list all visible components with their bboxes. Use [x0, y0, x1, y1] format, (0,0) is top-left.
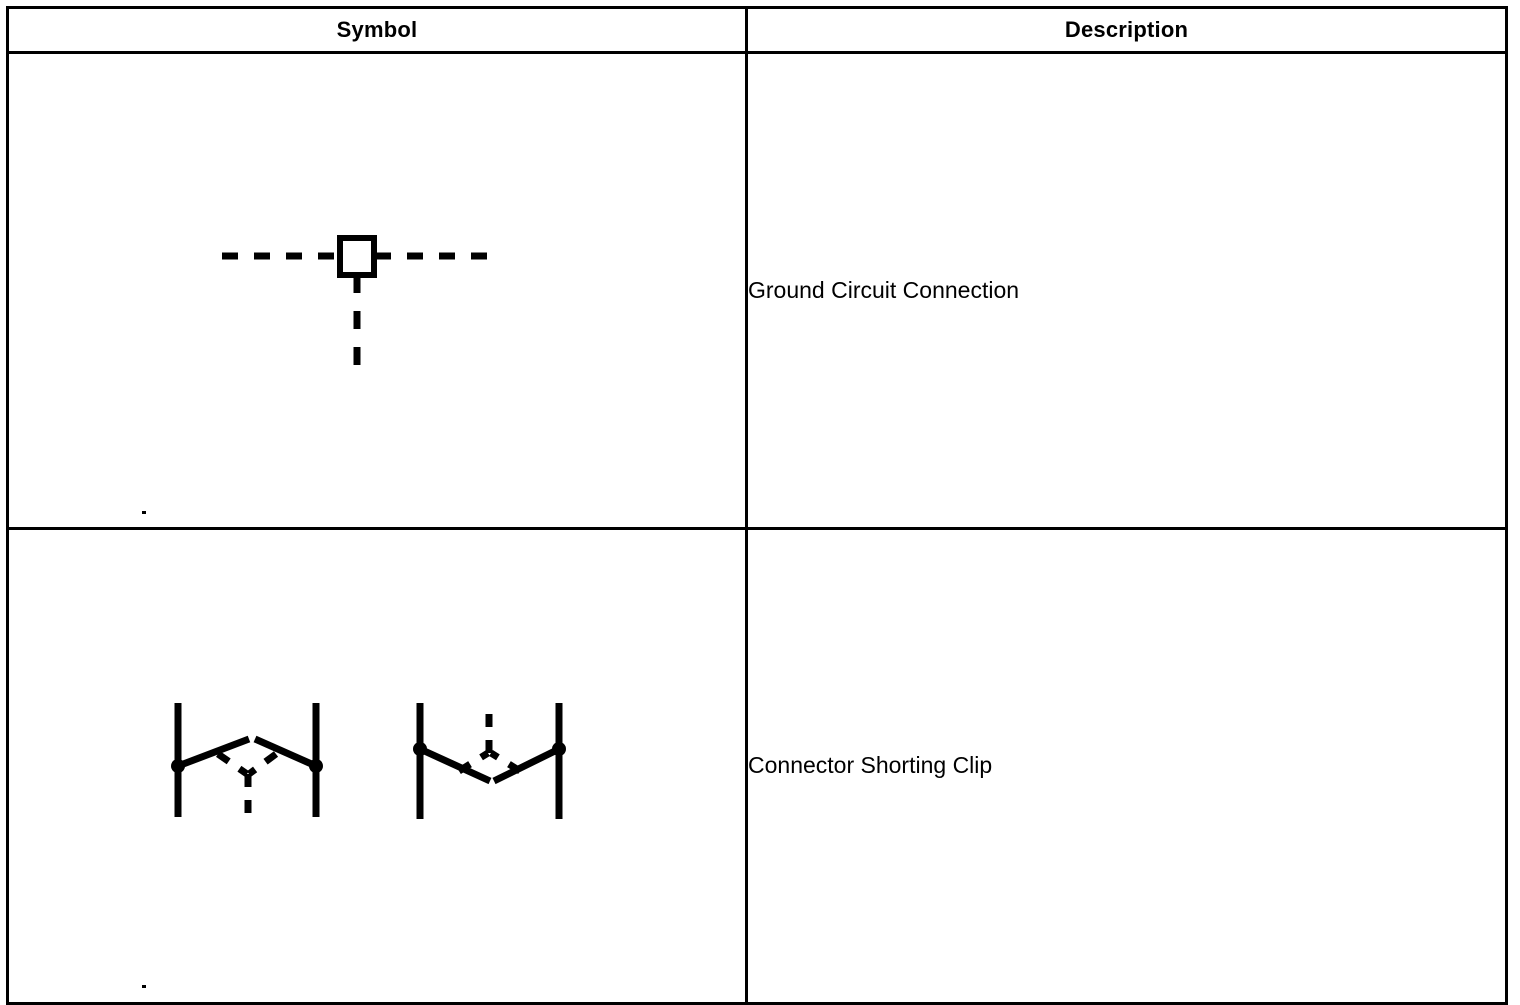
contact-dot-left [171, 759, 185, 773]
symbol-cell-connector-shorting-clip [6, 527, 748, 1005]
description-label: Connector Shorting Clip [748, 752, 993, 779]
description-cell-ground-circuit-connection: Ground Circuit Connection [745, 51, 1508, 530]
square-node-icon [337, 234, 377, 278]
column-header-description-label: Description [1064, 16, 1189, 42]
symbol-cell-ground-circuit-connection [6, 51, 748, 530]
table-row: Connector Shorting Clip [6, 527, 1508, 1005]
clip-lead-left [418, 745, 492, 785]
description-label: Ground Circuit Connection [748, 276, 1020, 303]
ground-circuit-connection-symbol [222, 234, 495, 381]
connector-shorting-clip-symbol [171, 703, 566, 819]
contact-dot-right [309, 759, 323, 773]
scan-speck [606, 527, 610, 530]
column-header-symbol-label: Symbol [336, 16, 418, 42]
left-connector-group [171, 703, 323, 817]
dashed-branch-left [216, 751, 249, 777]
description-cell-connector-shorting-clip: Connector Shorting Clip [745, 527, 1508, 1005]
clip-lead-left [176, 735, 251, 770]
dashed-branch-left [457, 750, 490, 774]
table-row: Ground Circuit Connection [6, 51, 1508, 530]
dashed-branch-right [489, 750, 522, 774]
scan-speck [142, 511, 146, 514]
clip-lead-right [253, 735, 318, 770]
table-header-row: Symbol Description [6, 6, 1508, 54]
clip-lead-right [492, 745, 561, 785]
contact-dot-right [552, 742, 566, 756]
symbol-legend-table: Symbol Description [6, 6, 1508, 1005]
column-header-description: Description [745, 6, 1508, 54]
column-header-symbol: Symbol [6, 6, 748, 54]
scan-speck [142, 985, 146, 988]
contact-dot-left [413, 742, 427, 756]
right-connector-group [413, 703, 566, 819]
dashed-branch-right [246, 751, 279, 777]
